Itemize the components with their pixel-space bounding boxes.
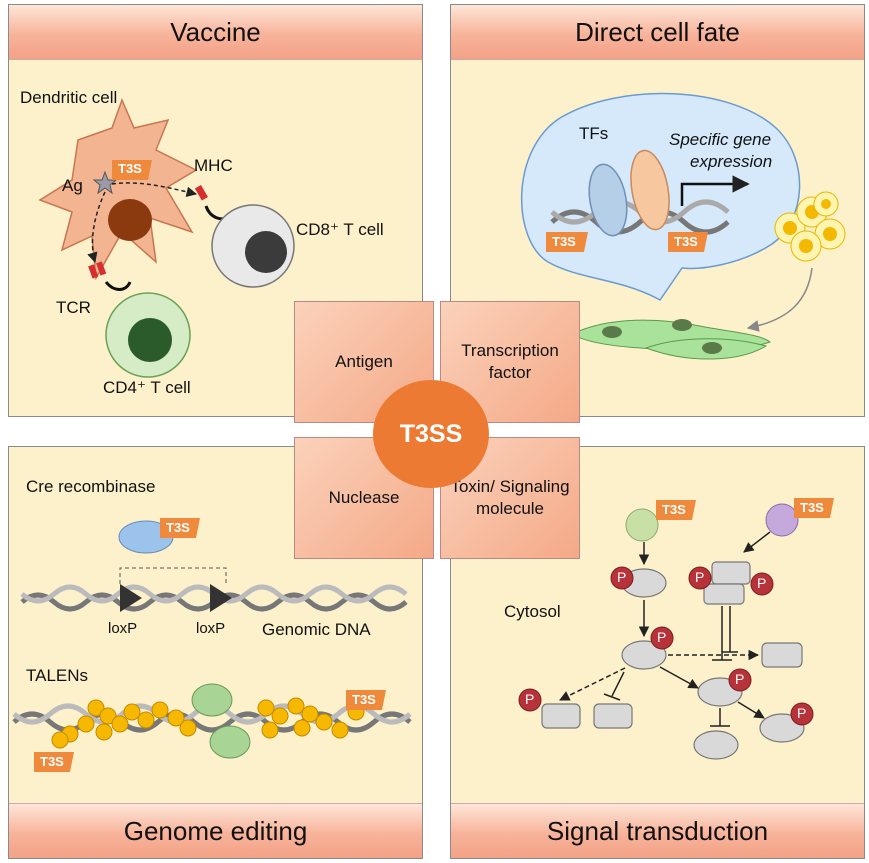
dendritic-nucleus: [108, 199, 152, 241]
effector-purple: [765, 503, 799, 537]
label-cytosol: Cytosol: [504, 602, 561, 621]
t3ss-hub: T3SS: [373, 380, 489, 488]
label-cd8-t-cell: CD8⁺ T cell: [296, 220, 384, 239]
foki-nuclease-top: [191, 683, 233, 717]
t3s-tag: T3S: [118, 161, 142, 176]
label-loxp-2: loxP: [196, 620, 226, 637]
label-expression: expression: [690, 152, 773, 171]
signaling-proteins: [541, 561, 805, 760]
tf-orange: [630, 149, 670, 231]
t3s-tag: T3S: [662, 502, 686, 517]
phospho-label: P: [525, 691, 535, 707]
panel-title-vaccine: Vaccine: [9, 5, 422, 60]
t3s-tag: T3S: [166, 520, 190, 535]
loxp-site-2: [210, 584, 232, 612]
talen-repeats: [51, 697, 365, 749]
label-cre-recombinase: Cre recombinase: [26, 477, 156, 496]
label-genomic-dna: Genomic DNA: [262, 620, 371, 639]
phospho-label: P: [695, 569, 705, 585]
effector-green: [625, 508, 659, 542]
phospho-label: P: [735, 671, 745, 687]
label-tcr: TCR: [56, 298, 91, 317]
label-cd4-t-cell: CD4⁺ T cell: [103, 378, 191, 397]
t3s-tag: T3S: [800, 500, 824, 515]
stem-cell-cluster: [774, 191, 846, 262]
t3s-tag: T3S: [674, 234, 698, 249]
label-mhc: MHC: [194, 156, 233, 175]
label-specific-gene: Specific gene: [669, 130, 772, 149]
loxp-site-1: [120, 584, 142, 612]
foki-nuclease-bottom: [209, 725, 251, 759]
phospho-marks: [518, 566, 814, 726]
panel-title-genome-editing: Genome editing: [9, 803, 422, 858]
phospho-label: P: [657, 629, 667, 645]
panel-title-signal-transduction: Signal transduction: [451, 803, 864, 858]
label-talens: TALENs: [26, 666, 89, 685]
panel-title-direct-cell-fate: Direct cell fate: [451, 5, 864, 60]
phospho-label: P: [797, 705, 807, 721]
t3s-tag: T3S: [552, 234, 576, 249]
differentiated-cells: [570, 319, 772, 360]
label-dendritic-cell: Dendritic cell: [20, 88, 118, 107]
label-ag: Ag: [62, 176, 83, 195]
label-tfs: TFs: [579, 124, 609, 143]
t3s-tag: T3S: [40, 754, 64, 769]
phospho-label: P: [757, 575, 767, 591]
t3s-tag: T3S: [352, 692, 376, 707]
tf-blue: [588, 163, 628, 237]
label-loxp-1: loxP: [108, 620, 138, 637]
phospho-label: P: [617, 569, 627, 585]
